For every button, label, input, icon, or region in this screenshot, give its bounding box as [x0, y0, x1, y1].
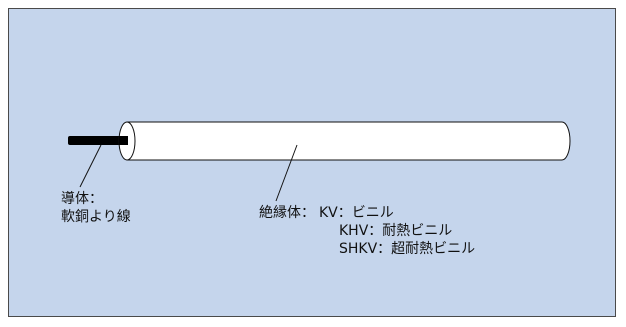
- diagram-frame: 導体： 軟銅より線 絶縁体： KV：ビニル KHV：耐熱ビニル SHKV：超耐熱…: [8, 8, 616, 317]
- insulation-type-khv: KHV：耐熱ビニル: [339, 223, 453, 239]
- insulation-type-list: KV：ビニル KHV：耐熱ビニル SHKV：超耐熱ビニル: [319, 204, 475, 258]
- conductor-label-line1: 導体：: [61, 191, 103, 207]
- insulation-leader-line: [275, 144, 298, 202]
- conductor-label: 導体： 軟銅より線: [61, 190, 131, 226]
- insulation-type-shkv: SHKV：超耐熱ビニル: [339, 241, 476, 257]
- insulation-body: [126, 121, 571, 161]
- conductor-wire: [68, 136, 128, 145]
- cable-illustration: [68, 121, 571, 202]
- conductor-label-line2: 軟銅より線: [61, 209, 131, 225]
- insulation-label-title: 絶縁体：: [259, 205, 315, 221]
- conductor-cross-section: [119, 136, 128, 145]
- conductor-leader-line: [79, 144, 102, 188]
- insulation-type-kv: KV：ビニル: [319, 205, 394, 221]
